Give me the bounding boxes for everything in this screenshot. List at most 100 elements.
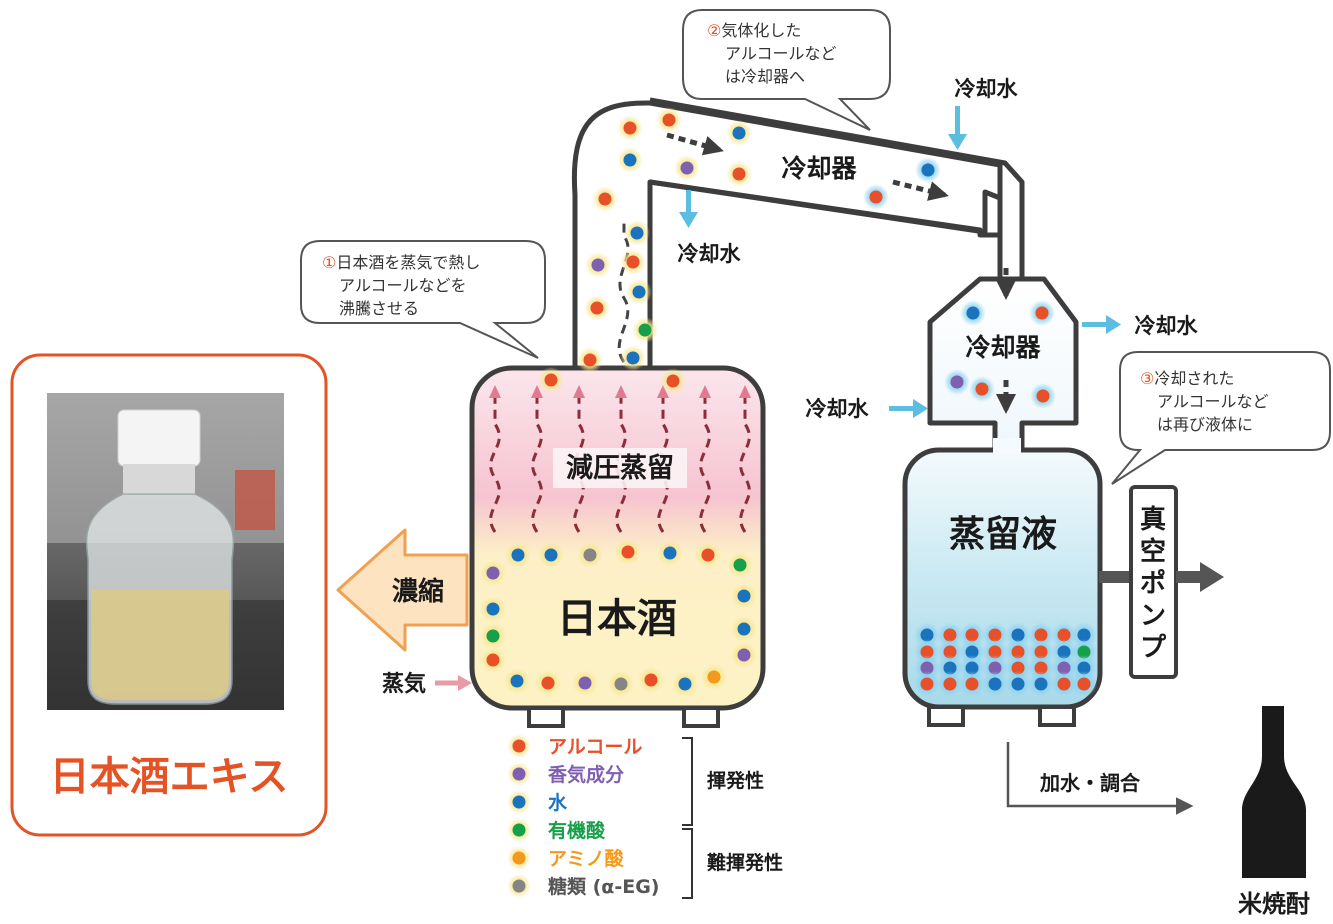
condenser1-label: 冷却器: [781, 154, 857, 183]
flow-arrows: [666, 132, 1016, 414]
molecule-dot: [591, 258, 605, 272]
molecule-dot: [626, 255, 640, 269]
molecule-dot: [701, 548, 715, 562]
molecule-dot: [598, 192, 612, 206]
molecule-dot: [950, 375, 964, 389]
legend-label-0: アルコール: [548, 736, 642, 758]
molecule-dot: [1034, 628, 1048, 642]
legend-label-5: 糖類 (α-EG): [548, 875, 660, 898]
vapor-waves: [489, 392, 751, 533]
molecule-dot: [1057, 661, 1071, 675]
legend-bracket-volatile: [682, 737, 693, 826]
molecule-dot: [1011, 645, 1025, 659]
molecule-dot: [869, 190, 883, 204]
molecule-dots: [480, 107, 1097, 697]
molecule-dot: [666, 374, 680, 388]
vapor-wave-heads: [489, 385, 751, 398]
molecule-dot: [623, 121, 637, 135]
molecule-dot: [920, 661, 934, 675]
molecule-dot: [965, 628, 979, 642]
molecule-dot: [1057, 645, 1071, 659]
molecule-dot: [1034, 645, 1048, 659]
molecule-dot: [578, 676, 592, 690]
sake-label: 日本酒: [557, 596, 677, 642]
molecule-dot: [541, 676, 555, 690]
callout-step1-line0: 日本酒を蒸気で熱し: [336, 253, 480, 272]
molecule-dot: [678, 677, 692, 691]
molecule-dot: [988, 645, 1002, 659]
extract-panel: 日本酒エキス: [10, 353, 328, 837]
molecule-dot: [965, 677, 979, 691]
svg-text:①日本酒を蒸気で熱し: ①日本酒を蒸気で熱し: [322, 253, 480, 272]
molecule-dot: [1077, 661, 1091, 675]
callout-step1-line2: 沸騰させる: [339, 299, 419, 318]
concentrate-label: 濃縮: [392, 576, 444, 607]
molecule-dot: [632, 285, 646, 299]
molecule-dot: [988, 677, 1002, 691]
callout-step1: ①日本酒を蒸気で熱し アルコールなどを 沸騰させる: [300, 240, 546, 359]
blend-flow: 加水・調合: [1006, 742, 1194, 815]
legend-label-4: アミノ酸: [548, 847, 625, 870]
extract-bottle-photo: [47, 393, 284, 710]
molecule-dot: [663, 546, 677, 560]
vacuum-pump-char-0: 真: [1140, 505, 1166, 535]
molecule-dot: [638, 323, 652, 337]
molecule-dot: [975, 382, 989, 396]
callout-step3-num: ③: [1140, 369, 1154, 388]
legend-volatile-label: 揮発性: [707, 769, 764, 792]
molecule-dot: [1034, 661, 1048, 675]
shochu-bottle-icon: 米焼酎: [1238, 706, 1310, 918]
cooling-water-label-right: 冷却水: [1135, 314, 1199, 338]
molecule-dot: [943, 661, 957, 675]
callout-step2: ②気体化した アルコールなど は冷却器へ: [682, 9, 891, 131]
molecule-dot: [486, 602, 500, 616]
callout-step1-num: ①: [322, 253, 336, 272]
vacuum-pump: 真 空 ポ ン プ: [1099, 485, 1224, 679]
callout-step1-line1: アルコールなどを: [339, 276, 467, 295]
vacuum-pump-char-4: プ: [1140, 633, 1167, 663]
callout-step3: ③冷却された アルコールなど は再び液体に: [1111, 351, 1331, 485]
distillate-label: 蒸留液: [949, 514, 1057, 555]
legend-nonvolatile-label: 難揮発性: [707, 851, 783, 874]
molecule-dot: [486, 566, 500, 580]
callout-step3-line2: は再び液体に: [1157, 415, 1253, 434]
cooling-water-label-left: 冷却水: [678, 242, 742, 266]
molecule-dot: [988, 628, 1002, 642]
molecule-dot: [644, 673, 658, 687]
blend-label: 加水・調合: [1039, 771, 1141, 795]
legend-item-5: 糖類 (α-EG): [507, 874, 660, 898]
molecule-dot: [614, 677, 628, 691]
molecule-dot: [920, 628, 934, 642]
molecule-dot: [965, 645, 979, 659]
legend-item-1: 香気成分: [507, 762, 624, 786]
molecule-dot: [583, 548, 597, 562]
steam-label: 蒸気: [382, 671, 426, 697]
molecule-dot: [737, 648, 751, 662]
molecule-dot: [1011, 628, 1025, 642]
molecule-dot: [662, 113, 676, 127]
molecule-dot: [920, 645, 934, 659]
legend: アルコール 香気成分 水 有機酸 アミノ酸 糖類 (α-EG) 揮発性 難揮発性: [507, 734, 783, 899]
molecule-dot: [1035, 306, 1049, 320]
condenser2-label: 冷却器: [965, 333, 1041, 362]
cooling-water-label-lower: 冷却水: [806, 397, 870, 421]
legend-item-4: アミノ酸: [507, 846, 625, 870]
molecule-dot: [943, 628, 957, 642]
molecule-dot: [511, 548, 525, 562]
molecule-dot: [921, 163, 935, 177]
molecule-dot: [486, 653, 500, 667]
molecule-dot: [1036, 389, 1050, 403]
molecule-dot: [623, 153, 637, 167]
callout-step2-num: ②: [707, 21, 721, 40]
molecule-dot: [737, 622, 751, 636]
molecule-dot: [544, 373, 558, 387]
cooling-water-label-top: 冷却水: [955, 77, 1019, 101]
legend-bracket-nonvolatile: [682, 828, 693, 899]
vacuum-pump-char-2: ポ: [1140, 568, 1166, 599]
molecule-dot: [680, 161, 694, 175]
molecule-dot: [486, 629, 500, 643]
legend-item-3: 有機酸: [507, 818, 606, 842]
legend-item-2: 水: [507, 790, 568, 814]
molecule-dot: [621, 545, 635, 559]
molecule-dot: [707, 670, 721, 684]
